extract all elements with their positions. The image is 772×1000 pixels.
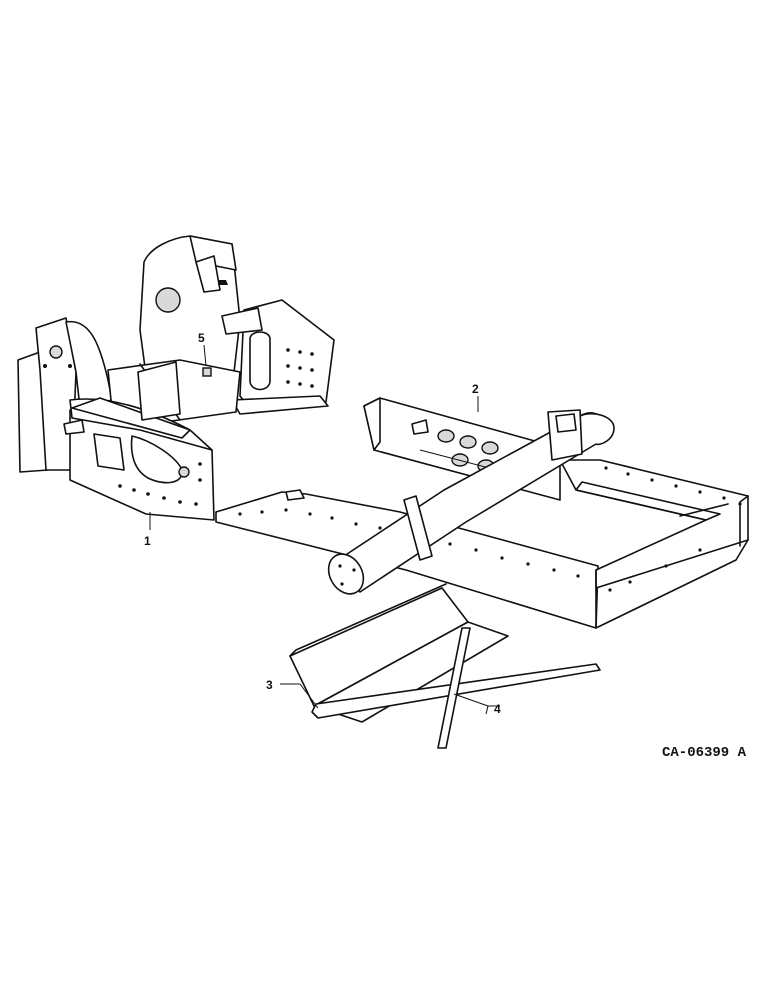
axle-tube bbox=[327, 409, 615, 595]
svg-text:5: 5 bbox=[198, 331, 205, 345]
callout-3: 3 bbox=[266, 678, 319, 709]
callout-2: 2 bbox=[472, 382, 479, 412]
svg-text:2: 2 bbox=[472, 382, 479, 396]
svg-text:1: 1 bbox=[144, 534, 151, 548]
frame-front-section bbox=[17, 235, 335, 521]
figure-reference-code: CA-06399 A bbox=[662, 745, 747, 761]
svg-text:4: 4 bbox=[494, 702, 501, 716]
callout-1: 1 bbox=[144, 512, 151, 548]
brace-rods-part bbox=[311, 627, 601, 749]
svg-text:3: 3 bbox=[266, 678, 273, 692]
callout-5: 5 bbox=[198, 331, 207, 367]
nut-part bbox=[202, 367, 212, 377]
callout-4: 4 bbox=[453, 693, 501, 716]
